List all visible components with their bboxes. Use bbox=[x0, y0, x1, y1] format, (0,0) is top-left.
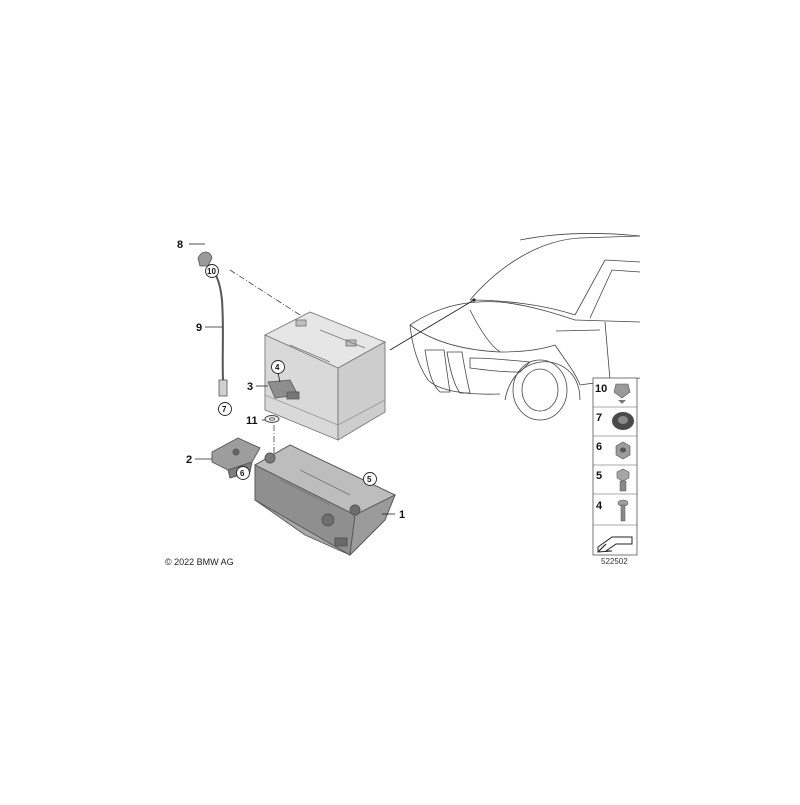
washer bbox=[264, 415, 280, 423]
callout-7: 7 bbox=[222, 405, 227, 414]
legend-label-10: 10 bbox=[595, 383, 607, 395]
callout-10: 10 bbox=[207, 267, 216, 276]
callout-8: 8 bbox=[177, 239, 183, 251]
hose-clip bbox=[197, 251, 213, 267]
callout-4: 4 bbox=[275, 363, 280, 372]
callout-1: 1 bbox=[399, 509, 405, 521]
screw-icon bbox=[617, 499, 629, 522]
hose-end bbox=[218, 379, 228, 397]
battery bbox=[263, 311, 387, 441]
hardware-legend: 10 7 6 5 4 bbox=[592, 377, 638, 556]
callout-3: 3 bbox=[247, 381, 253, 393]
car-outline bbox=[409, 233, 641, 421]
callout-lines bbox=[189, 243, 395, 515]
diagram-number: 522502 bbox=[601, 557, 628, 566]
callout-5: 5 bbox=[367, 475, 372, 484]
direction-arrow-icon bbox=[597, 536, 633, 553]
copyright-notice: © 2022 BMW AG bbox=[165, 557, 234, 567]
callout-11: 11 bbox=[246, 415, 258, 427]
grommet-icon bbox=[612, 412, 634, 430]
hex-nut-icon bbox=[615, 441, 631, 460]
legend-label-5: 5 bbox=[596, 470, 602, 482]
collar-bolt-icon bbox=[616, 468, 630, 492]
hold-down bbox=[267, 379, 300, 400]
clip-icon bbox=[613, 383, 631, 404]
legend-label-4: 4 bbox=[596, 500, 603, 512]
callout-9: 9 bbox=[196, 322, 202, 334]
legend-label-6: 6 bbox=[596, 441, 602, 453]
car-leader-line bbox=[389, 299, 475, 351]
bracket bbox=[211, 437, 261, 479]
vent-hose bbox=[204, 261, 224, 381]
battery-tray bbox=[254, 444, 397, 557]
legend-label-7: 7 bbox=[596, 412, 602, 424]
callout-2: 2 bbox=[186, 454, 192, 466]
callout-6: 6 bbox=[240, 469, 245, 478]
